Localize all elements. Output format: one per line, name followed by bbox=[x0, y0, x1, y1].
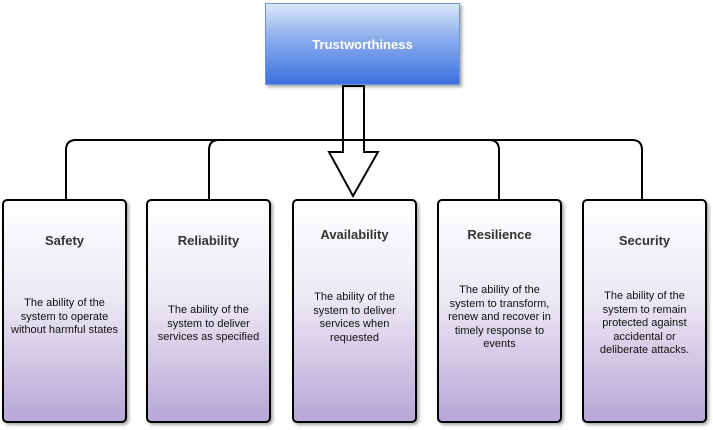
card-description: The ability of the system to deliver ser… bbox=[157, 304, 260, 343]
card-title: Safety bbox=[44, 233, 85, 248]
root-node: Trustworthiness bbox=[265, 3, 460, 85]
card-title: Availability bbox=[320, 227, 389, 242]
card-title: Reliability bbox=[177, 233, 240, 248]
card-description: The ability of the system to remain prot… bbox=[599, 290, 690, 356]
card-resilience: Resilience The ability of the system to … bbox=[437, 199, 562, 423]
card-safety: Safety The ability of the system to oper… bbox=[2, 199, 127, 423]
inner-bracket-line bbox=[208, 139, 500, 199]
root-label: Trustworthiness bbox=[312, 36, 413, 52]
card-availability: Availability The ability of the system t… bbox=[292, 199, 417, 423]
card-title: Resilience bbox=[467, 227, 532, 242]
card-security: Security The ability of the system to re… bbox=[582, 199, 707, 423]
card-description: The ability of the system to transform, … bbox=[448, 284, 551, 350]
outer-bracket-line bbox=[65, 139, 643, 199]
card-title: Security bbox=[618, 233, 671, 248]
card-reliability: Reliability The ability of the system to… bbox=[146, 199, 271, 423]
card-description: The ability of the system to deliver ser… bbox=[313, 291, 396, 344]
card-description: The ability of the system to operate wit… bbox=[11, 297, 118, 336]
